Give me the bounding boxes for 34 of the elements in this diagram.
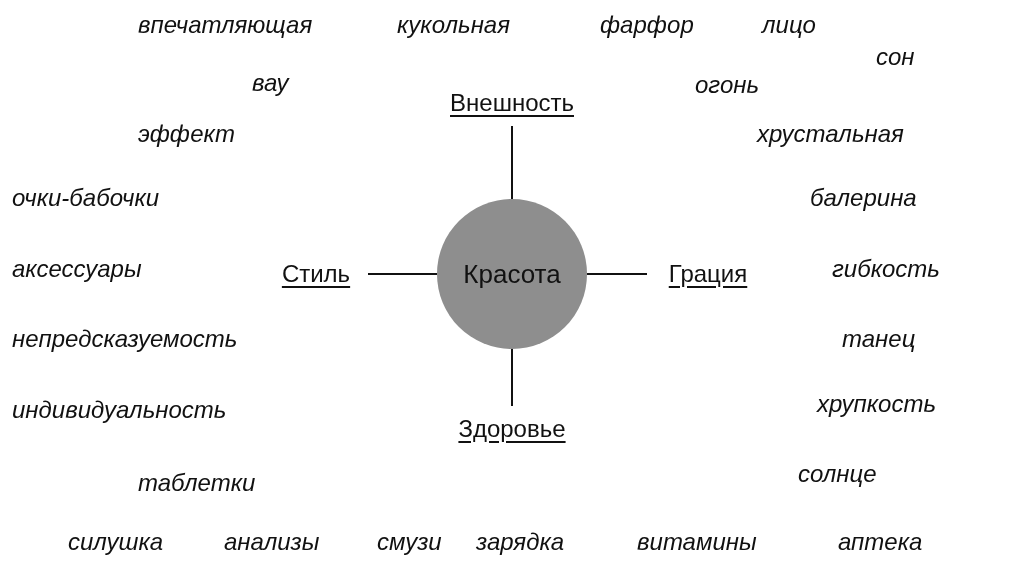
association-word: зарядка bbox=[476, 527, 565, 557]
association-word: лицо bbox=[762, 10, 816, 40]
category-heading: Стиль bbox=[272, 259, 360, 289]
association-word: солнце bbox=[798, 459, 877, 489]
association-word: огонь bbox=[695, 70, 760, 100]
association-word: смузи bbox=[377, 527, 442, 557]
association-word: кукольная bbox=[397, 10, 510, 40]
association-word: эффект bbox=[138, 119, 236, 149]
association-word: сон bbox=[876, 42, 915, 72]
connector-line bbox=[511, 348, 513, 407]
association-word: анализы bbox=[224, 527, 320, 557]
association-word: балерина bbox=[810, 183, 917, 213]
association-word: очки-бабочки bbox=[12, 183, 160, 213]
association-word: фарфор bbox=[600, 10, 694, 40]
association-word: вау bbox=[252, 68, 289, 98]
association-word: таблетки bbox=[138, 468, 256, 498]
association-word: силушка bbox=[68, 527, 164, 557]
association-word: индивидуальность bbox=[12, 395, 227, 425]
association-word: хрустальная bbox=[757, 119, 904, 149]
category-heading: Грация bbox=[655, 259, 761, 289]
association-word: витамины bbox=[637, 527, 757, 557]
association-word: танец bbox=[842, 324, 916, 354]
category-heading: Внешность bbox=[432, 88, 592, 118]
association-word: гибкость bbox=[832, 254, 940, 284]
association-word: аксессуары bbox=[12, 254, 142, 284]
association-word: аптека bbox=[838, 527, 923, 557]
center-label: Красота bbox=[463, 258, 561, 290]
connector-line bbox=[367, 273, 438, 275]
association-word: непредсказуемость bbox=[12, 324, 238, 354]
connector-line bbox=[586, 273, 648, 275]
category-heading: Здоровье bbox=[440, 414, 584, 444]
association-word: хрупкость bbox=[817, 389, 937, 419]
connector-line bbox=[511, 125, 513, 200]
association-word: впечатляющая bbox=[138, 10, 313, 40]
